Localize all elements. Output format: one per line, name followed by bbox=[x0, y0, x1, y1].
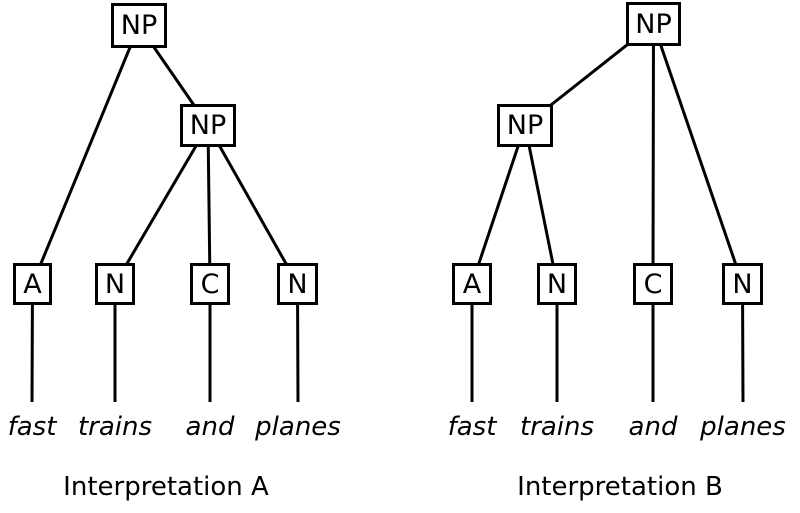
tree-b-word-fast: fast bbox=[447, 412, 497, 442]
tree-a-sub-np-node: NP bbox=[180, 104, 236, 147]
caption-interpretation-b: Interpretation B bbox=[517, 472, 723, 502]
tree-a-leaf-n2-node: N bbox=[277, 263, 318, 305]
tree-a-leaf-a-node: A bbox=[13, 263, 52, 305]
tree-b-leaf-n1-node: N bbox=[537, 263, 577, 305]
tree-a-word-and: and bbox=[185, 412, 235, 442]
tree-a-word-planes: planes bbox=[255, 412, 341, 442]
tree-a-leaf-c-node: C bbox=[190, 263, 230, 305]
tree-b-word-trains: trains bbox=[519, 412, 595, 442]
tree-b-sub-np-node: NP bbox=[497, 104, 553, 147]
tree-a-root-np-node: NP bbox=[111, 3, 167, 48]
tree-b-word-and: and bbox=[628, 412, 678, 442]
tree-a-word-fast: fast bbox=[7, 412, 57, 442]
tree-b-leaf-a-node: A bbox=[452, 263, 492, 305]
caption-interpretation-a: Interpretation A bbox=[63, 472, 269, 502]
tree-b-root-np-node: NP bbox=[626, 2, 681, 46]
tree-b-word-planes: planes bbox=[700, 412, 786, 442]
tree-b-leaf-c-node: C bbox=[633, 263, 673, 305]
tree-a-leaf-n1-node: N bbox=[95, 263, 135, 305]
tree-b-leaf-n2-node: N bbox=[722, 263, 763, 305]
tree-a-word-trains: trains bbox=[77, 412, 153, 442]
